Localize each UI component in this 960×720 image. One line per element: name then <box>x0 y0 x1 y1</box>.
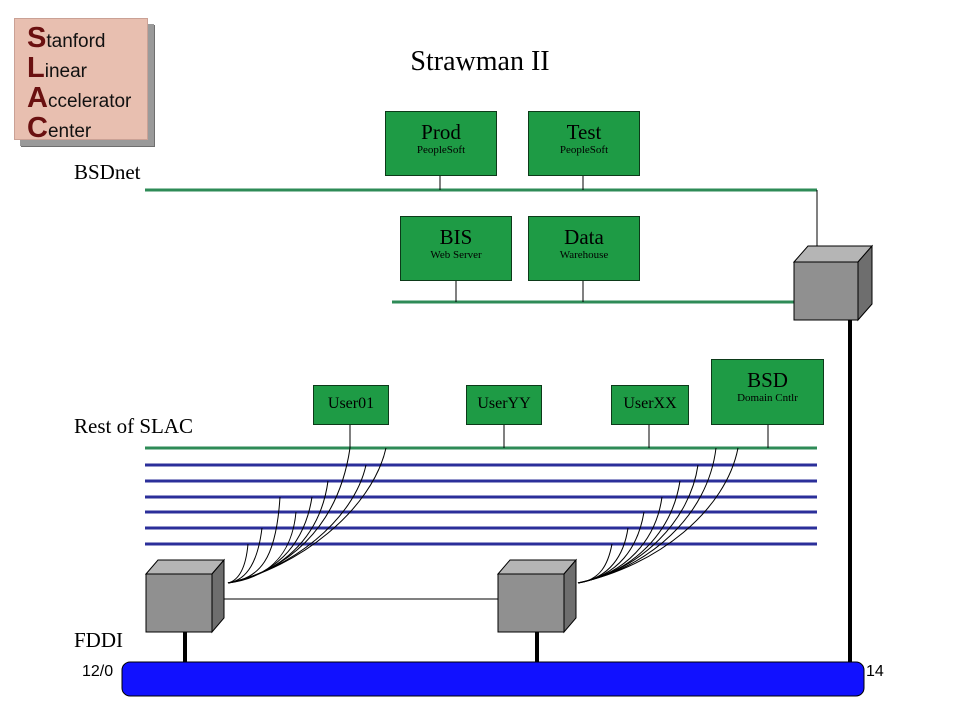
bsd-domain-controller[interactable]: BSD Domain Cntlr <box>711 359 824 425</box>
fan-curve <box>577 543 613 584</box>
cube-front <box>497 573 565 633</box>
cube-top <box>144 559 226 575</box>
useryy-box[interactable]: UserYY <box>466 385 542 425</box>
cube-front <box>145 573 213 633</box>
fan-curve <box>227 447 387 584</box>
switch-cube-icon[interactable] <box>496 558 578 634</box>
fan-curve <box>227 543 249 584</box>
page-title: Strawman II <box>410 46 550 77</box>
fddi-ring <box>121 661 865 697</box>
server-name: Test <box>566 120 602 144</box>
user-name: UserXX <box>623 395 677 412</box>
right-switch-fan-curves <box>577 447 739 584</box>
user-name: User01 <box>327 395 375 412</box>
server-desc: PeopleSoft <box>559 144 609 156</box>
logo-line-center: Center <box>27 112 92 144</box>
slac-blue-lines <box>145 463 817 546</box>
data-warehouse-server[interactable]: Data Warehouse <box>528 216 640 281</box>
logo-line-linear: Linear <box>27 52 87 84</box>
rest-of-slac-label: Rest of SLAC <box>74 414 194 438</box>
test-peoplesoft-server[interactable]: Test PeopleSoft <box>528 111 640 176</box>
server-name: BSD <box>747 368 788 392</box>
server-name: BIS <box>439 225 473 249</box>
switch-cube-icon[interactable] <box>792 244 874 322</box>
slac-logo: Stanford Linear Accelerator Center <box>14 18 148 143</box>
server-name: Prod <box>421 120 461 144</box>
footer-page-number: 14 <box>866 663 884 680</box>
left-switch-fan-curves <box>227 447 387 584</box>
logo-line-accelerator: Accelerator <box>27 82 132 114</box>
server-desc: PeopleSoft <box>416 144 466 156</box>
fan-curve <box>227 464 367 584</box>
fan-curve <box>577 447 739 584</box>
footer-date: 12/0 <box>82 663 114 680</box>
userxx-box[interactable]: UserXX <box>611 385 689 425</box>
bsdnet-label: BSDnet <box>74 160 141 184</box>
fan-curve <box>227 447 351 584</box>
server-name: Data <box>564 225 604 249</box>
fan-curve <box>227 496 313 584</box>
fan-curve <box>577 447 717 584</box>
server-desc: Warehouse <box>559 249 609 261</box>
server-desc: Domain Cntlr <box>737 392 798 404</box>
cube-front <box>793 261 859 321</box>
fddi-label: FDDI <box>74 628 124 652</box>
switch-cube-icon[interactable] <box>144 558 226 634</box>
cube-top <box>496 559 578 575</box>
logo-line-stanford: Stanford <box>27 22 106 54</box>
fan-curve <box>227 527 263 584</box>
user-name: UserYY <box>477 395 531 412</box>
fan-curve <box>227 496 281 584</box>
bis-web-server[interactable]: BIS Web Server <box>400 216 512 281</box>
prod-peoplesoft-server[interactable]: Prod PeopleSoft <box>385 111 497 176</box>
server-desc: Web Server <box>430 249 482 261</box>
user01-box[interactable]: User01 <box>313 385 389 425</box>
